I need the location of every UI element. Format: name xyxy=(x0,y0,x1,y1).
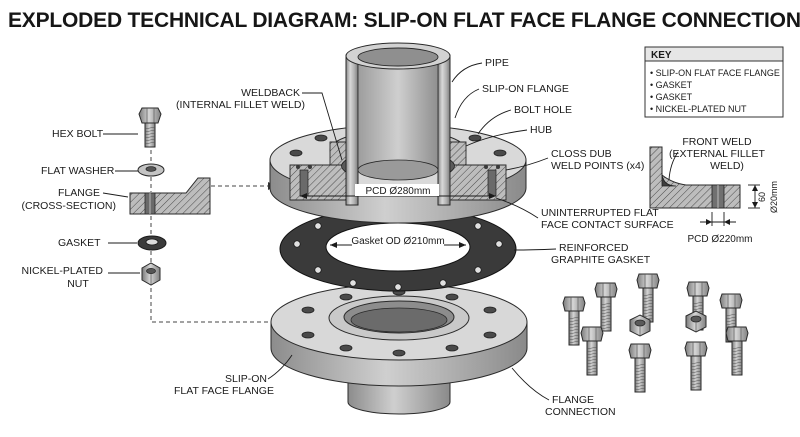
loose-bolt-icon xyxy=(684,341,708,391)
label-hex-bolt: HEX BOLT xyxy=(52,128,104,140)
label-flange-connection: FLANGE xyxy=(552,394,594,406)
bottom-slip-on-flange xyxy=(270,283,528,415)
gasket-icon xyxy=(137,235,167,251)
loose-nut-icon xyxy=(629,314,651,337)
key-box: KEY • SLIP-ON FLAT FACE FLANGE • GASKET … xyxy=(644,46,784,118)
left-component-stack: HEX BOLT FLAT WASHER FLANGE (CROSS-SECTI… xyxy=(22,107,276,323)
label-weld-points: CLOSS DUB xyxy=(551,148,612,160)
loose-nut-icon xyxy=(685,310,707,333)
nickel-plated-nut-icon xyxy=(141,262,161,286)
front-weld-detail: 60 Ø20mm PCD Ø220mm FRONT WELD (EXTERNAL… xyxy=(649,136,779,245)
label-bolt-hole: BOLT HOLE xyxy=(514,104,572,116)
label-nickel-plated: NICKEL-PLATED xyxy=(22,265,104,277)
reinforced-graphite-gasket: Gasket OD Ø210mm xyxy=(279,206,517,292)
top-slip-on-flange: PCD Ø280mm xyxy=(269,42,527,224)
label-hub: HUB xyxy=(530,124,552,136)
label-reinforced: REINFORCED xyxy=(559,242,629,254)
label-front-weld: FRONT WELD xyxy=(682,136,752,148)
key-heading: KEY xyxy=(651,50,672,61)
hex-bolt-icon xyxy=(138,107,162,148)
label-pipe: PIPE xyxy=(485,57,509,69)
label-flat-washer: FLAT WASHER xyxy=(41,165,115,177)
center-callouts: WELDBACK (INTERNAL FILLET WELD) PIPE SLI… xyxy=(174,57,674,418)
key-item-3: • GASKET xyxy=(650,92,693,102)
diagram-title: EXPLODED TECHNICAL DIAGRAM: SLIP-ON FLAT… xyxy=(8,9,800,32)
dim-height-60: 60 xyxy=(757,192,767,202)
loose-bolt-icon xyxy=(594,282,618,332)
loose-bolt-icon xyxy=(628,343,652,393)
label-weld-close: WELD) xyxy=(710,160,744,172)
label-flange-connection-2: CONNECTION xyxy=(545,406,616,418)
key-item-1: • SLIP-ON FLAT FACE FLANGE xyxy=(650,68,780,78)
label-slip-on-flange: SLIP-ON FLANGE xyxy=(482,83,569,95)
key-item-2: • GASKET xyxy=(650,80,693,90)
loose-bolt-icon xyxy=(580,326,604,376)
dim-pcd-detail: PCD Ø220mm xyxy=(687,234,752,245)
key-item-4: • NICKEL-PLATED NUT xyxy=(650,104,747,114)
loose-hardware-group xyxy=(562,273,749,393)
label-external-fillet: (EXTERNAL FILLET xyxy=(669,148,765,160)
dim-diameter-20: Ø20mm xyxy=(769,181,779,213)
label-graphite-gasket: GRAPHITE GASKET xyxy=(551,254,651,266)
flat-washer-icon xyxy=(137,163,165,177)
label-flange: FLANGE xyxy=(58,187,100,199)
label-nut: NUT xyxy=(67,278,89,290)
label-internal-fillet-weld: (INTERNAL FILLET WELD) xyxy=(176,99,305,111)
dim-pcd-main: PCD Ø280mm xyxy=(365,186,430,197)
flange-cross-section-icon xyxy=(129,177,211,215)
label-weld-points-count: WELD POINTS (x4) xyxy=(551,160,644,172)
label-flat-face-contact: UNINTERRUPTED FLAT xyxy=(541,207,659,219)
label-bottom-flat-face-flange: FLAT FACE FLANGE xyxy=(174,385,274,397)
label-gasket: GASKET xyxy=(58,237,101,249)
label-bottom-slip-on: SLIP-ON xyxy=(225,373,267,385)
label-weldback: WELDBACK xyxy=(241,87,300,99)
label-flat-face-contact-surface: FACE CONTACT SURFACE xyxy=(541,219,674,231)
loose-bolt-icon xyxy=(725,326,749,376)
dim-gasket-od: Gasket OD Ø210mm xyxy=(351,236,444,247)
label-flange-cross-section: (CROSS-SECTION) xyxy=(22,200,117,212)
